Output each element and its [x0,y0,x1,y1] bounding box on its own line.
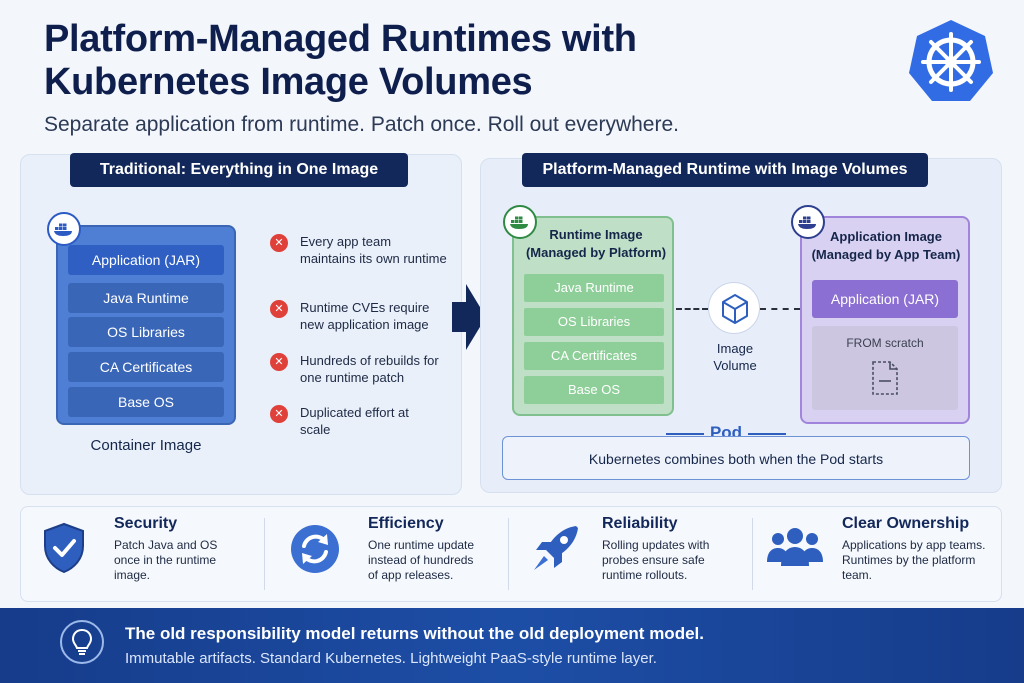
benefit-desc-line: of app releases. [368,568,454,582]
benefit-desc-line: once in the runtime [114,553,217,567]
error-x-icon: ✕ [270,405,288,423]
benefit-desc-line: Runtimes by the platform [842,553,976,567]
scratch-label: FROM scratch [846,336,924,350]
issue-item: ✕ Duplicated effort at scale [270,404,450,438]
runtime-layer-base-os: Base OS [524,376,664,404]
issue-text: Duplicated effort at scale [300,405,409,437]
benefit-security: Security Patch Java and OS once in the r… [114,515,254,583]
image-volume-label-2: Volume [713,358,757,373]
layer-os-libraries: OS Libraries [68,317,224,347]
error-x-icon: ✕ [270,353,288,371]
issue-text: Every app team maintains its own runtime [300,234,447,266]
benefit-desc-line: One runtime update [368,538,475,552]
application-image-title: Application Image (Managed by App Team) [808,228,964,264]
benefits-strip [20,506,1002,602]
docker-icon [791,205,825,239]
traditional-heading: Traditional: Everything in One Image [70,153,408,187]
arrow-right-icon [452,284,486,350]
title-line-1: Platform-Managed Runtimes with [44,18,637,60]
error-x-icon: ✕ [270,234,288,252]
benefit-desc: Applications by app teams. Runtimes by t… [842,538,1000,583]
application-image-owner: (Managed by App Team) [811,247,961,262]
app-layer-jar: Application (JAR) [812,280,958,318]
benefit-desc-line: Applications by app teams. [842,538,986,552]
benefit-title: Efficiency [368,515,444,532]
title-line-2: Kubernetes Image Volumes [44,61,533,103]
docker-icon [47,212,81,246]
runtime-layer-ca-certificates: CA Certificates [524,342,664,370]
benefit-title: Clear Ownership [842,515,970,532]
layer-ca-certificates: CA Certificates [68,352,224,382]
team-icon [767,528,823,566]
runtime-image-title: Runtime Image (Managed by Platform) [516,226,676,262]
footer-subline: Immutable artifacts. Standard Kubernetes… [125,650,657,667]
benefit-desc: One runtime update instead of hundreds o… [368,538,504,583]
benefit-reliability: Reliability Rolling updates with probes … [602,515,742,583]
image-volume-node [708,282,760,334]
benefit-desc-line: instead of hundreds [368,553,474,567]
issue-item: ✕ Every app team maintains its own runti… [270,233,450,267]
layer-application-jar: Application (JAR) [68,245,224,275]
benefit-desc-line: Rolling updates with [602,538,710,552]
runtime-image-owner: (Managed by Platform) [525,245,667,260]
footer-headline: The old responsibility model returns wit… [125,624,704,643]
page-subtitle: Separate application from runtime. Patch… [44,113,679,136]
kubernetes-helm-icon [909,20,993,101]
error-x-icon: ✕ [270,300,288,318]
pod-box: Kubernetes combines both when the Pod st… [502,436,970,480]
divider [508,518,509,590]
platform-heading: Platform-Managed Runtime with Image Volu… [522,153,928,187]
shield-check-icon [44,522,84,574]
divider [752,518,753,590]
container-image-caption: Container Image [90,437,202,454]
runtime-image-name: Runtime Image [549,227,643,242]
layer-base-os: Base OS [68,387,224,417]
divider [264,518,265,590]
lightbulb-icon [60,620,104,664]
connector-line [760,308,800,310]
container-image-stack: Application (JAR) Java Runtime OS Librar… [56,225,236,425]
docker-icon [503,205,537,239]
benefit-desc-line: Patch Java and OS [114,538,218,552]
image-volume-label: Image Volume [700,340,770,374]
benefit-desc-line: image. [114,568,151,582]
footer-banner [0,608,1024,683]
empty-file-icon [872,361,898,395]
runtime-layer-os-libraries: OS Libraries [524,308,664,336]
benefit-efficiency: Efficiency One runtime update instead of… [368,515,504,583]
benefit-desc-line: runtime rollouts. [602,568,688,582]
page-title: Platform-Managed Runtimes with Kubernete… [44,18,804,104]
benefit-title: Reliability [602,515,678,532]
benefit-desc-line: team. [842,568,873,582]
layer-java-runtime: Java Runtime [68,283,224,313]
refresh-icon [291,525,339,573]
benefit-desc: Rolling updates with probes ensure safe … [602,538,742,583]
rocket-icon [534,526,578,570]
issue-text: Runtime CVEs require new application ima… [300,300,430,332]
benefit-ownership: Clear Ownership Applications by app team… [842,515,1000,583]
runtime-layer-java: Java Runtime [524,274,664,302]
issue-item: ✕ Hundreds of rebuilds for one runtime p… [270,352,450,386]
application-image-name: Application Image [830,229,942,244]
issue-text: Hundreds of rebuilds for one runtime pat… [300,353,439,385]
benefit-desc-line: probes ensure safe [602,553,705,567]
cube-icon [722,294,748,324]
issue-item: ✕ Runtime CVEs require new application i… [270,299,450,333]
connector-line [676,308,708,310]
runtime-image-box: Java Runtime OS Libraries CA Certificate… [512,216,674,416]
benefit-desc: Patch Java and OS once in the runtime im… [114,538,254,583]
benefit-title: Security [114,515,178,532]
scratch-layer [812,326,958,410]
image-volume-label-1: Image [716,341,754,356]
